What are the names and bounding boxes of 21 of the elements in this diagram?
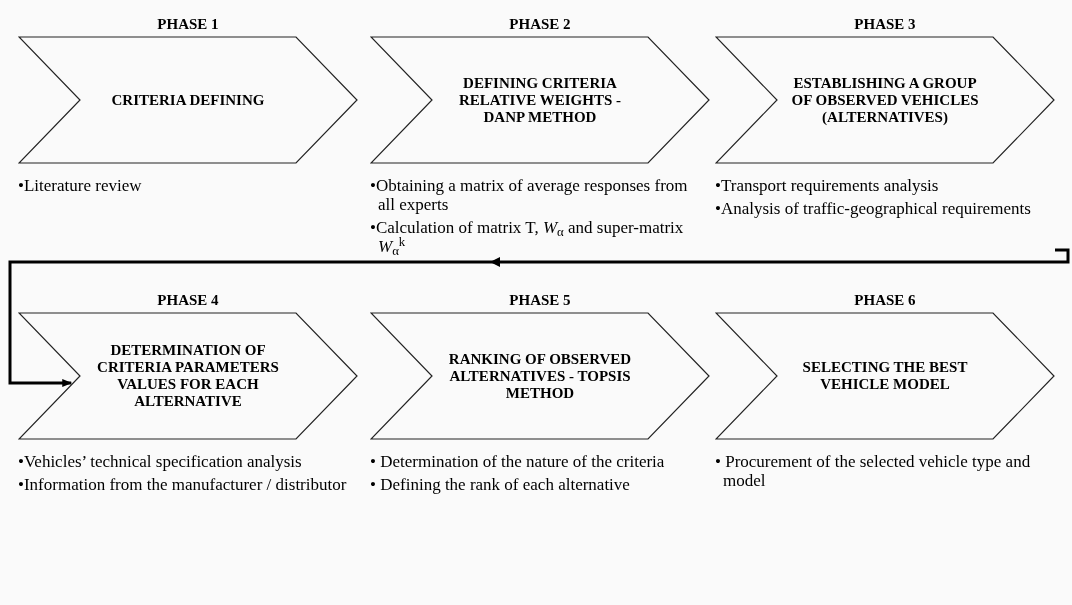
phase-title: ESTABLISHING A GROUP OF OBSERVED VEHICLES (ALTERNATIVES) bbox=[790, 74, 980, 126]
bullet-text: •Analysis of traffic-geographical requirements bbox=[715, 199, 1032, 218]
phase-title: DEFINING CRITERIA RELATIVE WEIGHTS - DANP METHOD bbox=[458, 74, 622, 126]
bullet-text: •Transport requirements analysis bbox=[715, 176, 940, 195]
bullet-text: •Literature review bbox=[18, 176, 143, 195]
phase-heading: PHASE 5 bbox=[508, 291, 572, 310]
phase-heading: PHASE 3 bbox=[853, 15, 917, 34]
phase-heading: PHASE 1 bbox=[156, 15, 220, 34]
connector-arrow bbox=[8, 248, 1070, 387]
bullet-text: • Defining the rank of each alternative bbox=[370, 475, 631, 494]
phase-title: CRITERIA DEFINING bbox=[111, 91, 265, 109]
phase-heading: PHASE 6 bbox=[853, 291, 917, 310]
phase-title: RANKING OF OBSERVED ALTERNATIVES - TOPSIS METHOD bbox=[447, 350, 633, 402]
bullet-text: •Vehicles’ technical specification analysis bbox=[18, 452, 303, 471]
bullet-text: •Information from the manufacturer / distributor bbox=[18, 475, 348, 494]
phase-title: DETERMINATION OF CRITERIA PARAMETERS VALUES FOR EACH ALTERNATIVE bbox=[96, 342, 280, 410]
phase-title: SELECTING THE BEST VEHICLE MODEL bbox=[801, 359, 969, 393]
phase-heading: PHASE 4 bbox=[156, 291, 220, 310]
bullet-text: • Determination of the nature of the criteria bbox=[370, 452, 666, 471]
bullet-text: • Procurement of the selected vehicle type and model bbox=[715, 452, 1032, 490]
phase-heading: PHASE 2 bbox=[508, 15, 572, 34]
